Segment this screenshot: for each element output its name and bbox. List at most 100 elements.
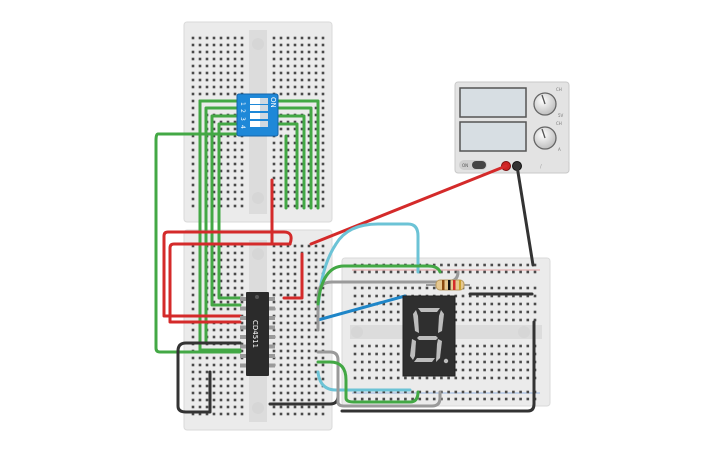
ic-pin <box>268 344 275 349</box>
breadboard-hole <box>191 85 195 89</box>
breadboard-hole <box>314 370 318 374</box>
breadboard-hole <box>205 64 209 68</box>
breadboard-hole <box>526 397 530 401</box>
breadboard-hole <box>404 390 407 394</box>
breadboard-hole <box>512 368 515 372</box>
breadboard-hole <box>191 43 195 47</box>
breadboard-hole <box>512 286 515 290</box>
breadboard-hole <box>272 258 276 262</box>
voltage-display <box>459 87 527 118</box>
ic-pin <box>240 325 247 330</box>
breadboard-hole <box>191 71 195 75</box>
breadboard-hole <box>454 368 458 372</box>
breadboard-hole <box>219 183 223 187</box>
breadboard-hole <box>240 286 244 290</box>
dip-switch[interactable]: ON 1 2 3 4 <box>236 93 279 137</box>
breadboard-hole <box>504 352 508 356</box>
breadboard-hole <box>476 263 479 267</box>
ic-cd4511[interactable]: CD4511 <box>240 292 275 376</box>
breadboard-hole <box>212 176 216 180</box>
breadboard-hole <box>240 265 244 269</box>
breadboard-hole <box>314 293 318 297</box>
breadboard-hole <box>300 342 304 346</box>
breadboard-hole <box>300 127 304 131</box>
breadboard-hole <box>279 272 283 276</box>
breadboard-hole <box>191 370 195 374</box>
resistor[interactable] <box>426 279 470 291</box>
dip-toggle-2[interactable] <box>250 105 268 111</box>
ic-pin <box>240 344 247 349</box>
breadboard-hole <box>314 300 318 304</box>
breadboard-hole <box>233 197 237 201</box>
breadboard-hole <box>526 344 530 348</box>
breadboard-hole <box>321 43 325 47</box>
wire-green <box>276 99 320 210</box>
breadboard-hole <box>314 127 318 131</box>
breadboard-hole <box>300 183 304 187</box>
breadboard-hole <box>360 310 364 314</box>
breadboard-hole <box>476 352 479 356</box>
breadboard-hole <box>368 344 371 348</box>
breadboard-hole <box>279 405 283 409</box>
breadboard-hole <box>300 391 304 395</box>
breadboard-hole <box>321 342 325 346</box>
wire-green <box>217 122 242 300</box>
breadboard-hole <box>368 270 371 274</box>
breadboard-hole <box>490 263 494 267</box>
breadboard-hole <box>353 397 357 401</box>
breadboard-hole <box>360 344 364 348</box>
breadboard-hole <box>233 251 237 255</box>
breadboard-hole <box>314 120 318 124</box>
dip-toggle-3[interactable] <box>250 113 268 119</box>
breadboard-hole <box>497 302 501 306</box>
breadboard-hole <box>219 155 223 159</box>
breadboard-hole <box>461 263 465 267</box>
breadboard-hole <box>233 328 237 332</box>
breadboard-hole <box>300 92 304 96</box>
breadboard-hole <box>411 390 414 394</box>
dip-toggle-4[interactable] <box>250 121 268 127</box>
breadboard-hole <box>321 244 325 248</box>
breadboard-hole <box>279 300 283 304</box>
breadboard-hole <box>286 190 290 194</box>
breadboard-hole <box>497 270 501 274</box>
breadboard-hole <box>314 349 318 353</box>
breadboard-hole <box>212 71 216 75</box>
breadboard-hole <box>226 134 230 138</box>
breadboard-hole <box>490 397 494 401</box>
breadboard-hole <box>279 71 283 75</box>
breadboard-hole <box>293 64 297 68</box>
breadboard-hole <box>293 78 297 82</box>
breadboard-hole <box>454 318 458 322</box>
breadboard-hole <box>286 307 290 311</box>
breadboard-hole <box>272 148 276 152</box>
breadboard-hole <box>240 204 244 208</box>
breadboard-hole <box>240 183 244 187</box>
breadboard-hole <box>212 244 216 248</box>
breadboard-hole <box>219 127 223 131</box>
breadboard-hole <box>226 377 230 381</box>
breadboard-hole <box>233 141 237 145</box>
breadboard-hole <box>191 258 195 262</box>
breadboard-hole <box>212 265 216 269</box>
breadboard-hole <box>476 344 479 348</box>
power-supply[interactable]: CH CH 5V A ON / <box>454 81 570 174</box>
breadboard-hole <box>212 391 216 395</box>
breadboard-hole <box>483 302 486 306</box>
breadboard-hole <box>382 344 386 348</box>
breadboard-hole <box>396 310 400 314</box>
breadboard-hole <box>425 390 429 394</box>
breadboard-hole <box>191 384 195 388</box>
breadboard-hole <box>321 398 325 402</box>
breadboard-hole <box>212 279 216 283</box>
breadboard-hole <box>219 134 223 138</box>
breadboard-hole <box>314 342 318 346</box>
breadboard-hole <box>219 356 223 360</box>
breadboard-hole <box>240 78 244 82</box>
breadboard-hole <box>191 162 195 166</box>
breadboard-hole <box>286 169 290 173</box>
dip-toggle-1[interactable] <box>250 98 268 104</box>
breadboard-hole <box>226 155 230 159</box>
breadboard-hole <box>314 176 318 180</box>
breadboard-hole <box>368 302 371 306</box>
